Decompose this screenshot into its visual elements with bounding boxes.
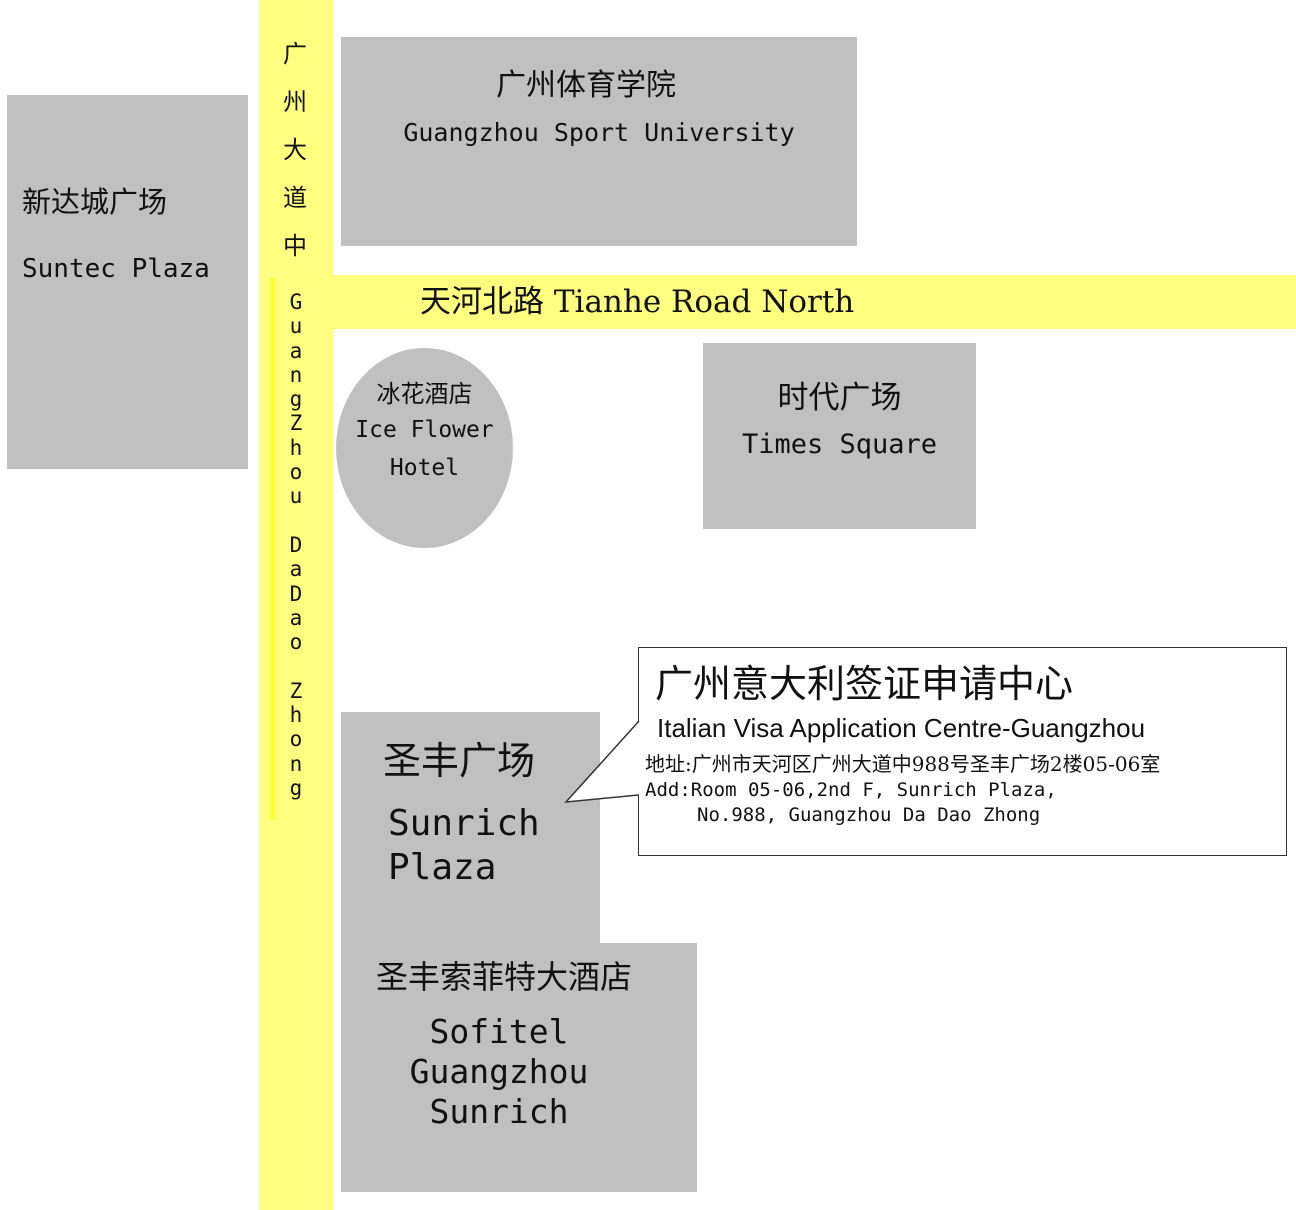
ice-flower-hotel-block — [336, 348, 513, 548]
sport-university-name-cn: 广州体育学院 — [496, 68, 676, 103]
guangzhou-dadao-char-en: n — [289, 362, 303, 387]
guangzhou-dadao-char-en: Z — [289, 411, 303, 436]
guangzhou-dadao-char-en: h — [289, 435, 303, 460]
guangzhou-dadao-char-en: g — [289, 775, 303, 800]
visa-centre-callout: 广州意大利签证申请中心 Italian Visa Application Cen… — [638, 647, 1287, 856]
sport-university-block — [341, 37, 857, 246]
times-square-name-cn: 时代广场 — [777, 380, 902, 416]
guangzhou-dadao-char-en: u — [289, 314, 303, 339]
visa-centre-address-en-line2: No.988, Guangzhou Da Dao Zhong — [697, 804, 1041, 826]
suntec-plaza-name-cn: 新达城广场 — [22, 185, 168, 219]
guangzhou-dadao-char-cn: 中 — [283, 232, 307, 260]
ice-flower-hotel-name-en-line2: Hotel — [389, 455, 460, 481]
guangzhou-dadao-char-en: Z — [289, 678, 303, 703]
sofitel-name-en-line2: Guangzhou — [409, 1052, 589, 1091]
guangzhou-dadao-char-en: D — [289, 532, 303, 557]
sunrich-plaza-name-en-line1: Sunrich — [388, 803, 540, 844]
guangzhou-dadao-char-en: a — [289, 338, 303, 363]
guangzhou-dadao-char-cn: 道 — [283, 184, 307, 212]
sunrich-plaza-name-en-line2: Plaza — [388, 847, 497, 888]
tianhe-north-road-label: 天河北路 Tianhe Road North — [420, 284, 855, 320]
sofitel-name-en-line1: Sofitel — [429, 1012, 569, 1051]
guangzhou-dadao-char-en: a — [289, 557, 303, 582]
guangzhou-dadao-char-cn: 州 — [283, 88, 307, 116]
sofitel-block — [341, 943, 697, 1192]
guangzhou-dadao-char-en: o — [289, 727, 303, 752]
times-square-name-en: Times Square — [741, 429, 938, 460]
road-edge-highlight — [269, 278, 275, 820]
guangzhou-dadao-label-cn: 广州大道中 — [278, 30, 312, 270]
tianhe-north-road — [259, 275, 1296, 329]
guangzhou-dadao-char-en: h — [289, 703, 303, 728]
sport-university-name-en: Guangzhou Sport University — [403, 118, 795, 147]
visa-centre-title-cn: 广州意大利签证申请中心 — [655, 664, 1074, 706]
visa-centre-address-cn: 地址:广州市天河区广州大道中988号圣丰广场2楼05-06室 — [645, 752, 1161, 776]
guangzhou-dadao-char-en: o — [289, 630, 303, 655]
guangzhou-dadao-char-cn: 大 — [283, 136, 307, 164]
ice-flower-hotel-name-cn: 冰花酒店 — [376, 380, 473, 408]
times-square-block — [703, 343, 976, 529]
suntec-plaza-block — [7, 95, 248, 469]
sofitel-name-cn: 圣丰索菲特大酒店 — [375, 958, 632, 996]
sunrich-plaza-name-cn: 圣丰广场 — [383, 739, 536, 783]
guangzhou-dadao-char-en: G — [289, 290, 303, 314]
guangzhou-dadao-char-en: g — [289, 387, 303, 412]
suntec-plaza-name-en: Suntec Plaza — [22, 254, 210, 284]
guangzhou-dadao-char-en: o — [289, 460, 303, 485]
sofitel-name-en-line3: Sunrich — [429, 1092, 569, 1131]
visa-centre-title-en: Italian Visa Application Centre-Guangzho… — [657, 713, 1146, 743]
guangzhou-dadao-char-en: a — [289, 605, 303, 630]
guangzhou-dadao-char-en: D — [289, 581, 303, 606]
guangzhou-dadao-char-en: n — [289, 751, 303, 776]
ice-flower-hotel-name-en-line1: Ice Flower — [355, 417, 494, 443]
callout-pointer — [564, 720, 640, 803]
sunrich-plaza-block — [341, 712, 600, 952]
guangzhou-dadao-char-en: u — [289, 484, 303, 509]
visa-centre-address-en-line1: Add:Room 05-06,2nd F, Sunrich Plaza, — [645, 779, 1057, 801]
guangzhou-dadao-char-cn: 广 — [283, 40, 307, 68]
